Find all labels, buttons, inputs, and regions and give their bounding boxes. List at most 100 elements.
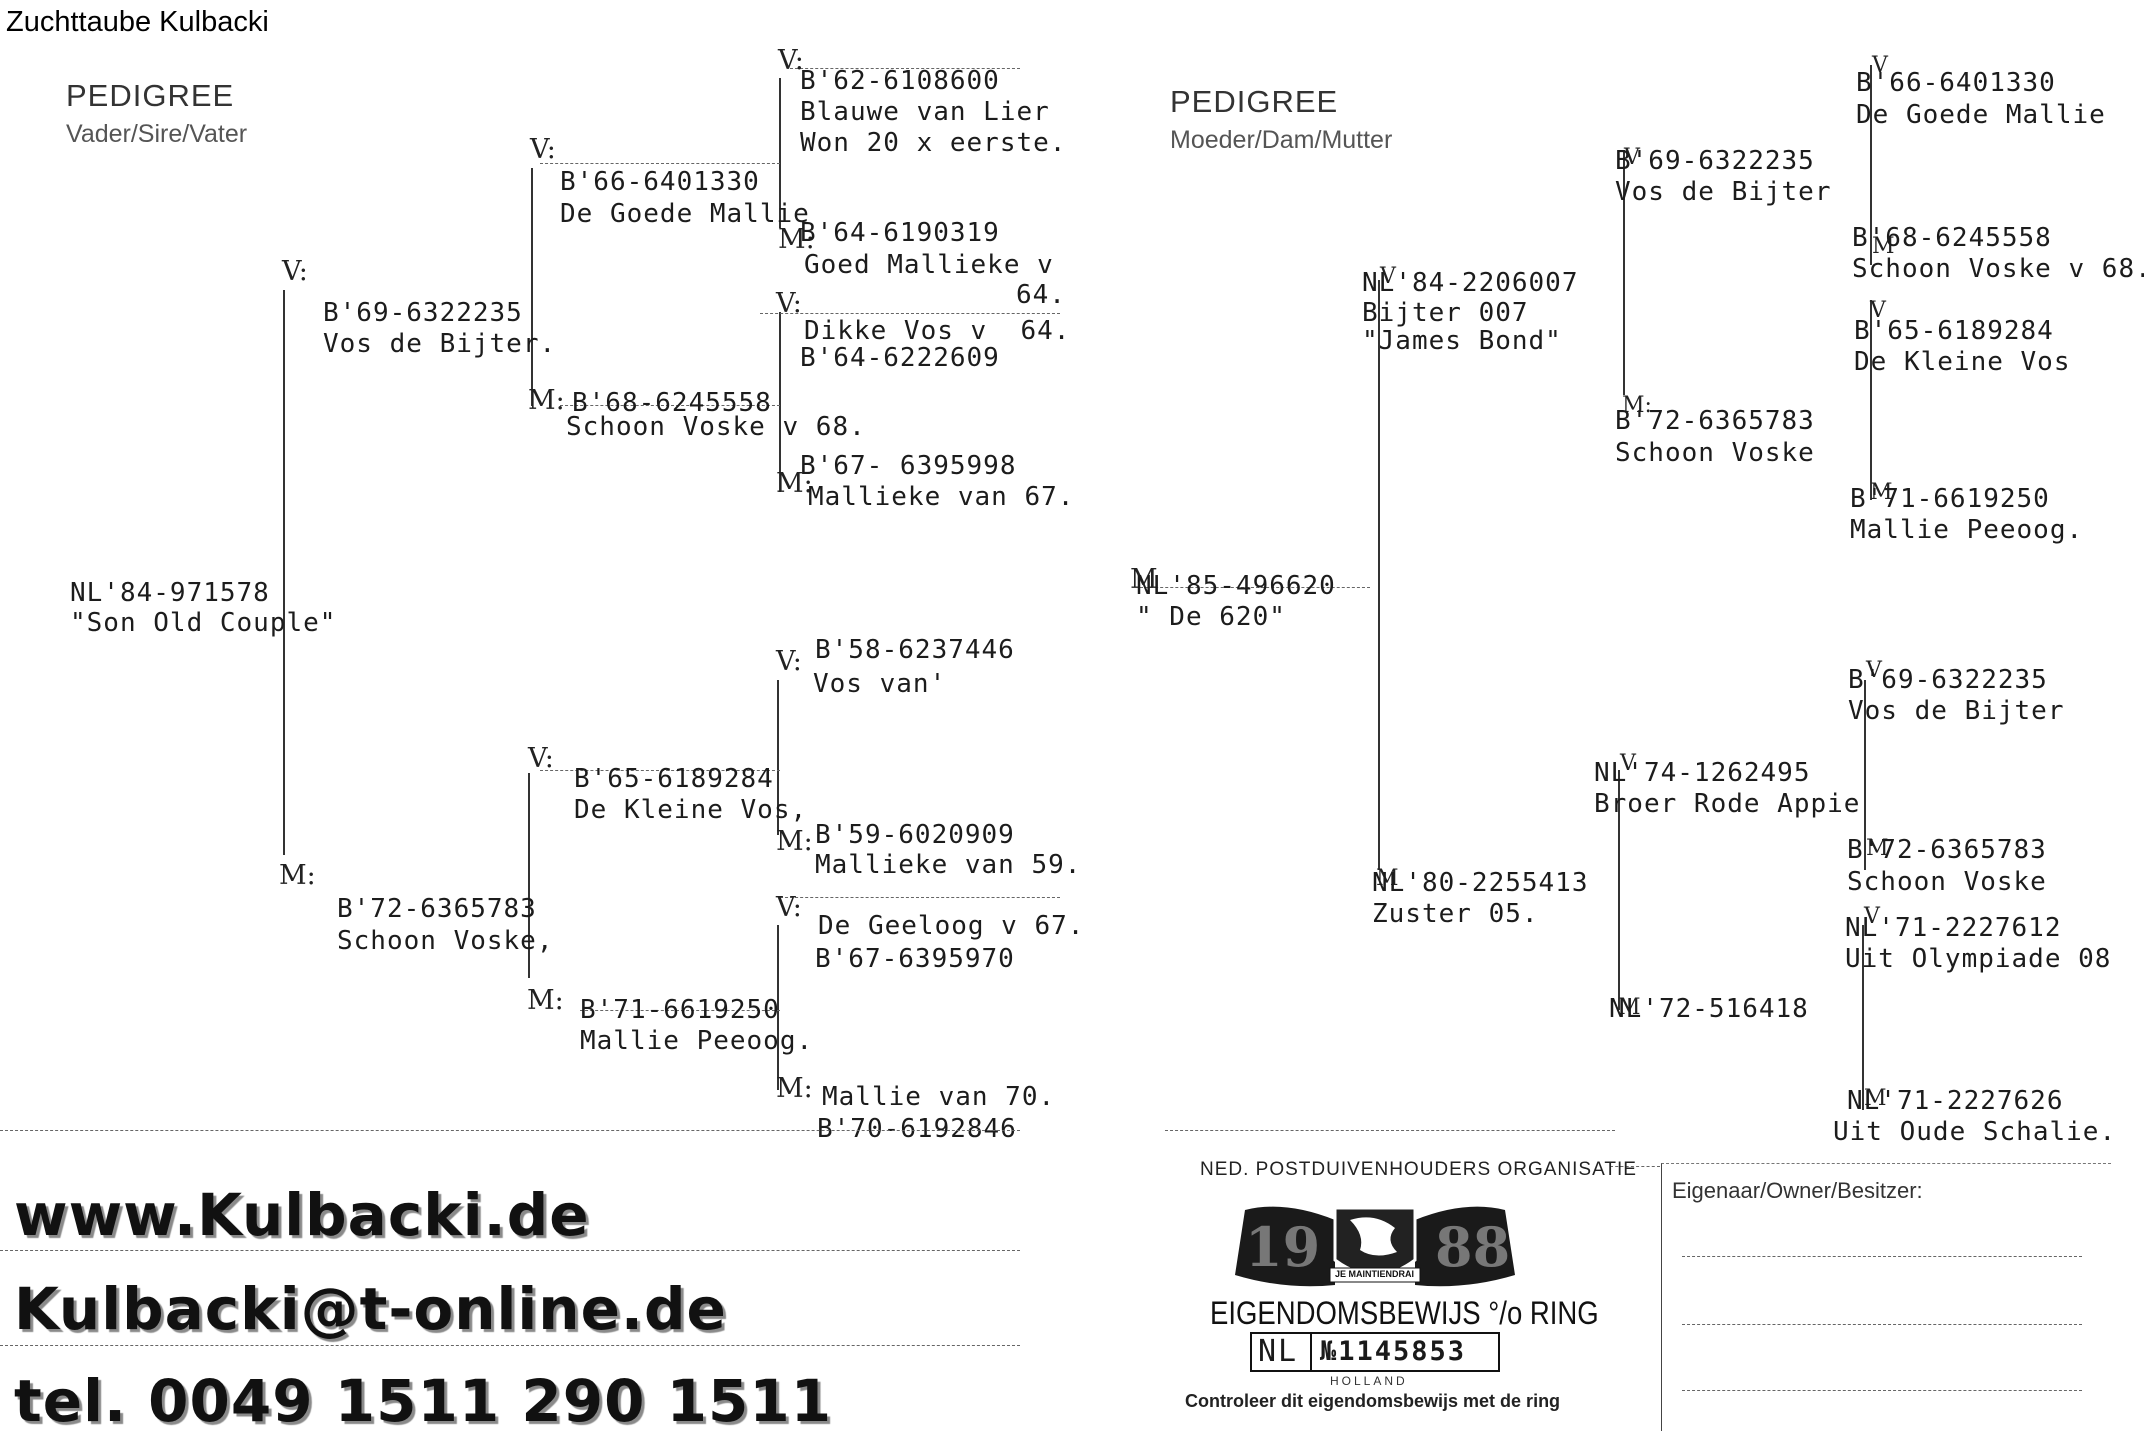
left-sss-marker: V:	[778, 45, 804, 76]
right-bird-marker: M	[1130, 564, 1158, 595]
owner-line-3[interactable]	[1682, 1390, 2082, 1391]
left-dsd-marker: M:	[776, 826, 813, 857]
owner-line-1[interactable]	[1682, 1256, 2082, 1257]
certificate-top-rule	[1165, 1130, 1615, 1131]
right-sds-name: De Kleine Vos	[1854, 347, 2071, 377]
left-dam-name: Schoon Voske,	[337, 926, 554, 956]
left-gen3-ss-connector	[779, 78, 781, 228]
left-ss-name: De Goede Mallie	[560, 199, 810, 229]
contact-rule-3	[0, 1345, 1020, 1346]
right-sire-name: Bijter 007	[1362, 298, 1529, 328]
right-dam-ring: NL'80-2255413	[1372, 868, 1589, 898]
right-ds-name: Broer Rode Appie	[1594, 789, 1861, 819]
right-bird-ring: NL'85-496620	[1136, 571, 1336, 601]
left-dds-marker: V:	[776, 892, 802, 923]
left-dd-marker: M:	[527, 985, 564, 1016]
left-sire-name: Vos de Bijter.	[323, 329, 557, 359]
right-ssd-name: Schoon Voske v 68.	[1852, 254, 2144, 284]
right-dss-name: Vos de Bijter	[1848, 696, 2065, 726]
right-pedigree-heading: PEDIGREE	[1170, 84, 1339, 119]
left-dds-ring: B'67-6395970	[815, 944, 1015, 974]
left-ds-marker: V:	[528, 743, 554, 774]
certificate-emblem: 19 88 JE MAINTIENDRAI	[1225, 1190, 1525, 1295]
owner-line-2[interactable]	[1682, 1324, 2082, 1325]
left-sd-marker: M:	[528, 385, 565, 416]
right-footer-leader	[1610, 1166, 1660, 1167]
left-ddd-ring: B'70-6192846	[817, 1114, 1017, 1144]
right-dsd-marker: M	[1866, 836, 1889, 861]
left-gen3-ds-connector	[777, 680, 779, 835]
contact-website[interactable]: www.Kulbacki.de	[14, 1181, 590, 1249]
right-sire-marker: V	[1380, 264, 1396, 289]
right-sire-note: "James Bond"	[1362, 326, 1562, 356]
left-ssd-ring: B'64-6190319	[800, 218, 1000, 248]
left-sdd-ring: B'67- 6395998	[800, 451, 1017, 481]
left-sds-marker: V:	[776, 288, 802, 319]
left-ds-leader	[540, 770, 780, 771]
right-ddd-ring: NL'71-2227626	[1847, 1086, 2064, 1116]
left-sds-rule	[760, 313, 1060, 314]
left-sss-rule	[790, 68, 1020, 69]
right-dsd-ring: B'72-6365783	[1847, 835, 2047, 865]
right-sss-name: De Goede Mallie	[1856, 100, 2106, 130]
right-dss-marker: V	[1866, 658, 1882, 683]
right-bird-name: " De 620"	[1136, 602, 1286, 632]
right-gen2-dam-connector	[1618, 770, 1620, 1010]
left-ssd-marker: M:	[778, 224, 815, 255]
right-sd-ring: B'72-6365783	[1615, 406, 1815, 436]
contact-phone: tel. 0049 1511 290 1511	[14, 1367, 833, 1435]
left-gen1-connector	[283, 290, 285, 855]
left-ss-marker: V:	[530, 134, 556, 165]
certificate-land: HOLLAND	[1330, 1374, 1408, 1388]
emblem-wing-right	[1415, 1206, 1515, 1287]
left-sire-ring: B'69-6322235	[323, 298, 523, 328]
lion-icon	[1350, 1217, 1397, 1256]
left-sire-marker: V:	[282, 256, 308, 287]
right-bird-leader	[1140, 587, 1370, 588]
ring-emblem-graphic	[1235, 1206, 1515, 1287]
ring-box-divider	[1310, 1334, 1312, 1370]
left-pedigree-heading: PEDIGREE	[66, 78, 235, 113]
right-sds-ring: B'65-6189284	[1854, 316, 2054, 346]
left-dd-name: Mallie Peeoog.	[580, 1026, 814, 1056]
right-sdd-name: Mallie Peeoog.	[1850, 515, 2084, 545]
certificate-country: NL	[1258, 1334, 1299, 1369]
left-gen2-sire-connector	[531, 168, 533, 406]
certificate-year-left: 19	[1245, 1215, 1321, 1279]
left-ddd-marker: M:	[776, 1073, 813, 1104]
left-ds-ring: B'65-6189284	[574, 764, 774, 794]
owner-box[interactable]: Eigenaar/Owner/Besitzer:	[1661, 1163, 2111, 1431]
left-dam-ring: B'72-6365783	[337, 894, 537, 924]
right-sd-name: Schoon Voske	[1615, 438, 1815, 468]
contact-email[interactable]: Kulbacki@t-online.de	[14, 1275, 727, 1343]
right-gen3-dd-connector	[1862, 925, 1864, 1110]
left-ssd-note: 64.	[1016, 280, 1066, 310]
right-ds-marker: V	[1620, 751, 1636, 776]
right-gen2-sire-connector	[1623, 150, 1625, 395]
left-sd-name: Schoon Voske v 68.	[566, 412, 866, 442]
right-dds-marker: V	[1864, 904, 1880, 929]
right-sds-marker: V	[1870, 298, 1886, 323]
certificate-footer: Controleer dit eigendomsbewijs met de ri…	[1185, 1391, 1561, 1411]
left-sss-note: Won 20 x eerste.	[800, 128, 1067, 158]
left-ss-leader	[540, 163, 780, 164]
right-dss-ring: B'69-6322235	[1848, 665, 2048, 695]
emblem-wing-left	[1235, 1206, 1335, 1287]
left-dam-marker: M:	[279, 860, 316, 891]
right-sss-marker: V	[1872, 53, 1888, 78]
right-dd-marker: M	[1618, 995, 1641, 1020]
right-sdd-ring: B'71-6619250	[1850, 484, 2050, 514]
right-dam-name: Zuster 05.	[1372, 899, 1539, 929]
left-dds-name: De Geeloog v 67.	[818, 911, 1085, 941]
right-sdd-marker: M	[1870, 480, 1893, 505]
left-dds-rule	[780, 897, 1060, 898]
right-dam-marker: M	[1376, 866, 1399, 891]
left-dss-ring: B'58-6237446	[815, 635, 1015, 665]
right-sire-ring: NL'84-2206007	[1362, 268, 1579, 298]
page-title: Zuchttaube Kulbacki	[6, 6, 269, 38]
right-sss-ring: B'66-6401330	[1856, 68, 2056, 98]
right-gen3-ds-connector	[1864, 680, 1866, 870]
right-dds-ring: NL'71-2227612	[1845, 913, 2062, 943]
right-ss-marker: V	[1624, 145, 1640, 170]
left-dd-ring: B'71-6619250	[580, 995, 780, 1025]
